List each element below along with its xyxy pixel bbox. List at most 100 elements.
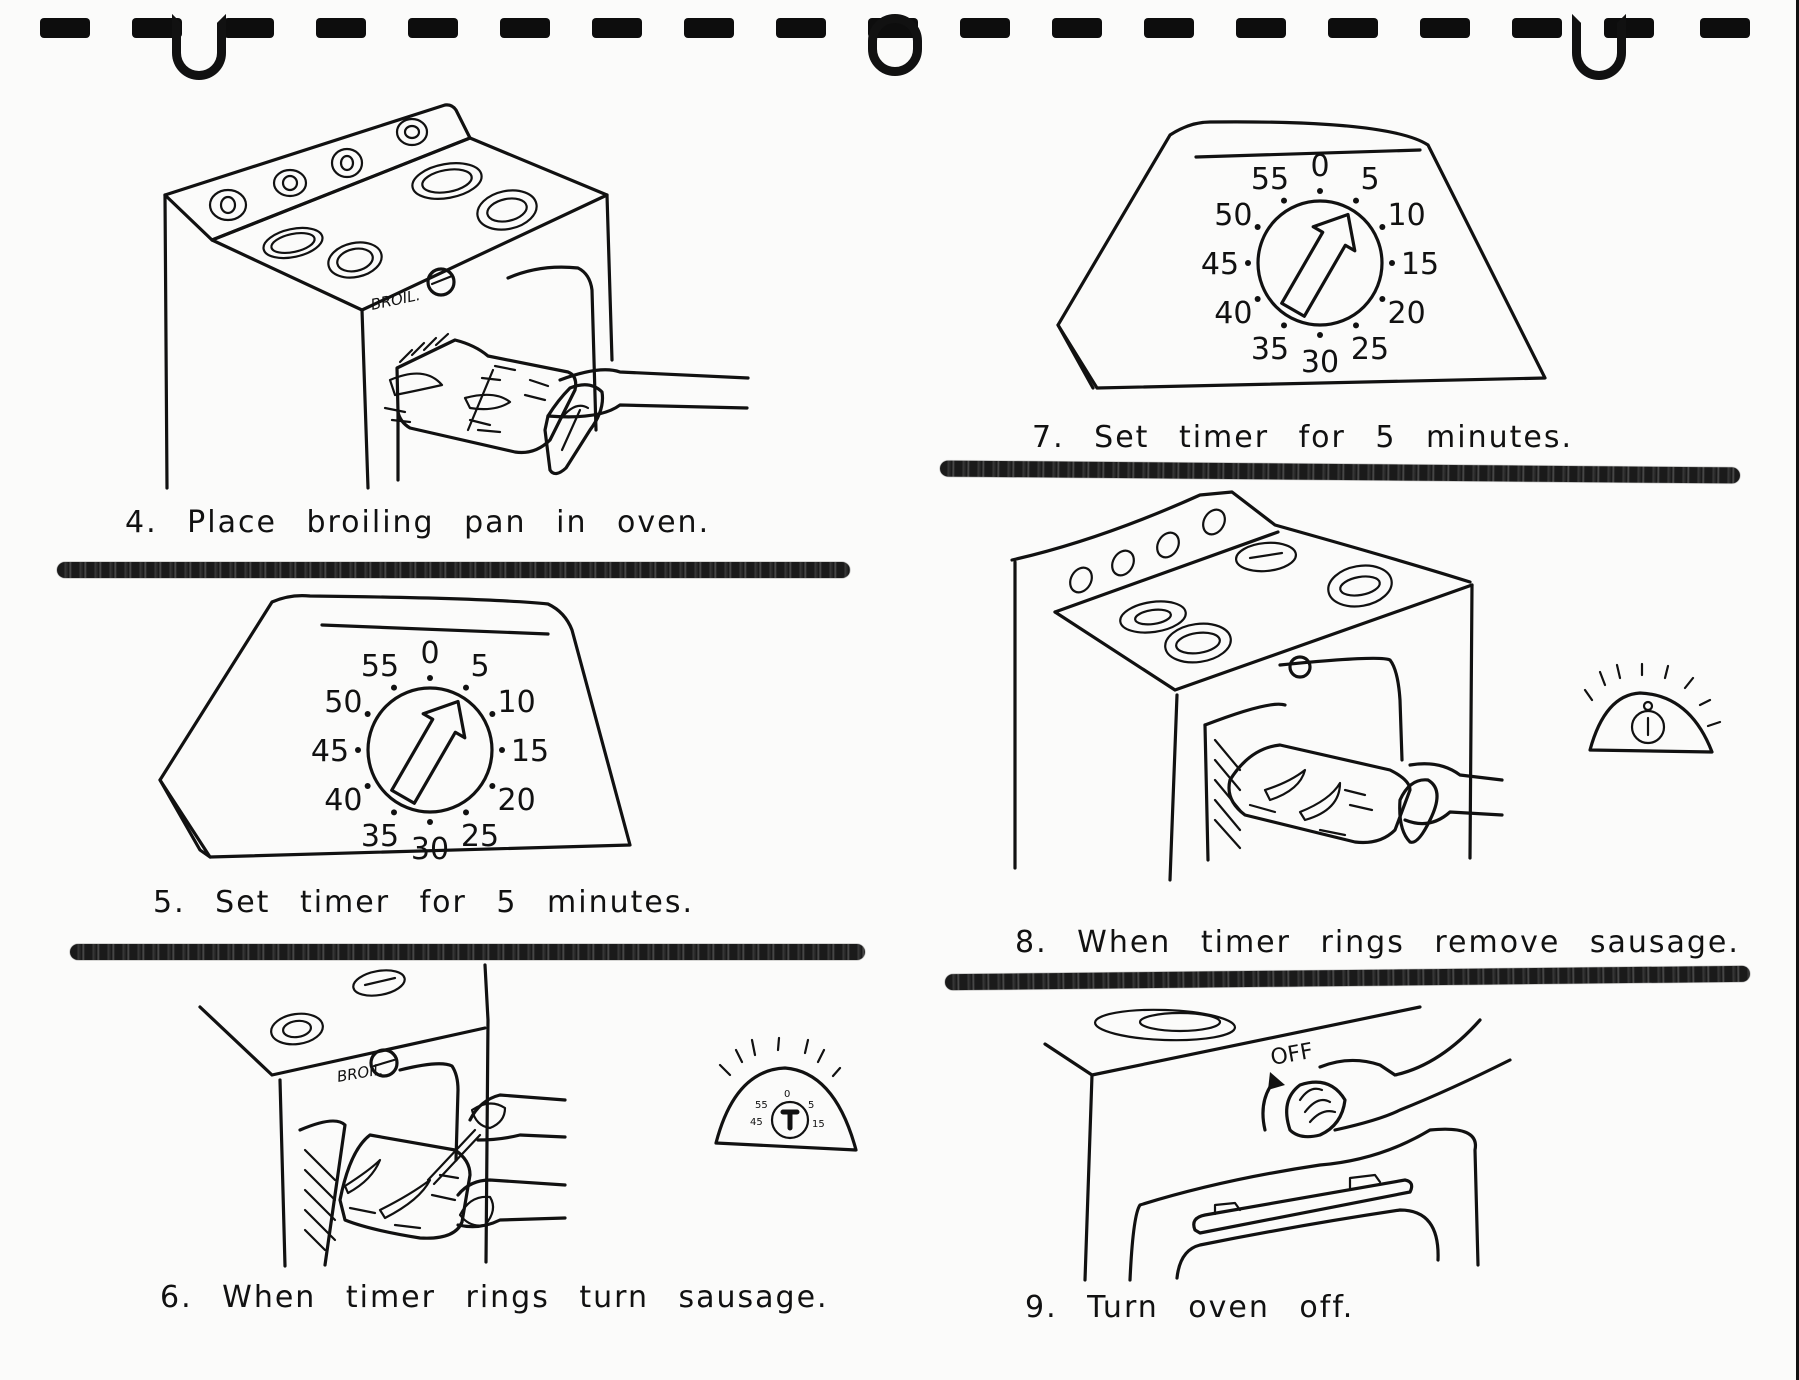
- sausage-icon: [1298, 781, 1342, 822]
- timer-dial-number: 20: [1388, 296, 1426, 331]
- timer-tick-mark: [489, 783, 496, 789]
- oven-door-handle: [1192, 1178, 1414, 1235]
- timer-top-edge: [1194, 148, 1422, 159]
- stove-backsplash-bottom: [1053, 530, 1280, 614]
- perforation: [1236, 18, 1286, 38]
- oven-interior-wall: [298, 1119, 347, 1267]
- timer-tick-mark: [1317, 188, 1323, 194]
- broiling-pan: [1227, 743, 1412, 845]
- timer-pointer-icon: [1280, 212, 1357, 318]
- stove-knob-icon: [1156, 531, 1180, 559]
- ringing-timer-icon: [1583, 662, 1722, 754]
- page-edge: [1796, 0, 1799, 1380]
- timer-tick-mark: [391, 809, 397, 816]
- stove-cooktop: [1053, 583, 1474, 692]
- timer-dial-number: 20: [498, 783, 536, 818]
- sausage-icon: [1263, 768, 1307, 802]
- oven-mitt-detail: [558, 404, 590, 452]
- stove-backsplash-top: [1010, 490, 1472, 584]
- pan-grease-lines: [348, 1173, 460, 1230]
- step-divider: [57, 562, 850, 578]
- binder-ring: [1572, 14, 1626, 80]
- timer-tick-mark: [355, 747, 361, 753]
- oven-knob-icon: [1285, 1080, 1347, 1139]
- burner-icon: [1164, 622, 1232, 664]
- timer-dial-number: 40: [324, 783, 362, 818]
- timer-dial-number: 45: [311, 734, 349, 769]
- binder-ring: [868, 14, 922, 76]
- timer-dial-number: 55: [361, 649, 399, 684]
- stove-backsplash: [163, 103, 472, 242]
- binder-ring: [172, 14, 226, 80]
- step-8-caption: 8. When timer rings remove sausage.: [1015, 925, 1740, 960]
- burner-icon: [352, 969, 406, 997]
- illustration-step-8: [1010, 490, 1722, 882]
- oven-rack-lines: [398, 332, 450, 364]
- perforation: [316, 18, 366, 38]
- step-5-caption: 5. Set timer for 5 minutes.: [153, 885, 694, 920]
- timer-tick-mark: [364, 711, 371, 717]
- pan-grease-lines: [383, 364, 550, 434]
- timer-tick-mark: [1317, 332, 1323, 338]
- stove-right-edge: [483, 963, 490, 1264]
- broiling-pan: [395, 338, 578, 455]
- perforation: [500, 18, 550, 38]
- timer-tick-mark: [1254, 296, 1261, 302]
- timer-tick-mark: [364, 783, 371, 789]
- timer-dial-number: 5: [1360, 162, 1379, 197]
- timer-dial-number: 0: [420, 636, 439, 671]
- illustration-step-9: OFF: [1043, 1005, 1512, 1282]
- stove-knob-icon: [1069, 566, 1093, 594]
- step-4-caption: 4. Place broiling pan in oven.: [125, 505, 711, 540]
- timer-tick-mark: [1245, 260, 1251, 266]
- timer-dial-face: [366, 686, 494, 814]
- arm-icon: [1403, 762, 1504, 826]
- broil-knob-icon: [369, 1048, 399, 1078]
- timer-tick-mark: [1379, 224, 1386, 230]
- sausage-icon: [378, 1178, 432, 1220]
- arm-icon: [1318, 1018, 1512, 1132]
- arm-icon: [546, 368, 750, 419]
- burner-icon: [270, 1012, 324, 1046]
- timer-dial-number: 5: [808, 1100, 814, 1111]
- stove-front-left-edge: [278, 1078, 287, 1268]
- timer-tick-mark: [391, 684, 397, 691]
- timer-dial-number: 15: [1401, 247, 1439, 282]
- stove-cooktop-edge: [198, 1005, 487, 1077]
- timer-dial-number: 55: [755, 1100, 768, 1111]
- timer-tick-mark: [427, 675, 433, 681]
- timer-dial-number: 35: [361, 819, 399, 854]
- timer-dial-number: 50: [1214, 198, 1252, 233]
- off-label: OFF: [1269, 1039, 1315, 1071]
- stove-left-edge: [163, 193, 169, 490]
- stove-front-edge: [360, 308, 370, 490]
- timer-dial-number: 0: [784, 1089, 790, 1100]
- tongs-icon: [426, 1128, 482, 1186]
- arm-with-tongs-icon: [468, 1093, 567, 1142]
- illustration-step-6: BROIL 0 5 15 55 45: [198, 963, 858, 1268]
- timer-dial-number: 30: [411, 832, 449, 867]
- arrow-head-icon: [1268, 1072, 1285, 1090]
- oven-interior-left: [1203, 723, 1210, 862]
- perforation: [1512, 18, 1562, 38]
- burner-icon: [1119, 600, 1187, 634]
- oven-door: [1128, 1127, 1480, 1282]
- sausage-icon: [388, 372, 444, 397]
- timer-dial-number: 45: [750, 1117, 763, 1128]
- stove-knob-icon: [1111, 549, 1135, 577]
- hand-grip-icon: [470, 1102, 507, 1130]
- timer-top-edge: [320, 623, 550, 636]
- timer-tick-mark: [427, 819, 433, 825]
- timer-dial-number: 40: [1214, 296, 1252, 331]
- timer-body: [158, 594, 632, 859]
- step-6-caption: 6. When timer rings turn sausage.: [160, 1280, 829, 1315]
- oven-door-opening: [398, 1062, 460, 1162]
- oven-knob-icon: [1288, 655, 1312, 679]
- timer-tick-mark: [1389, 260, 1395, 266]
- timer-pointer-icon: [390, 699, 467, 805]
- timer-dial-number: 10: [498, 685, 536, 720]
- step-divider: [70, 944, 865, 960]
